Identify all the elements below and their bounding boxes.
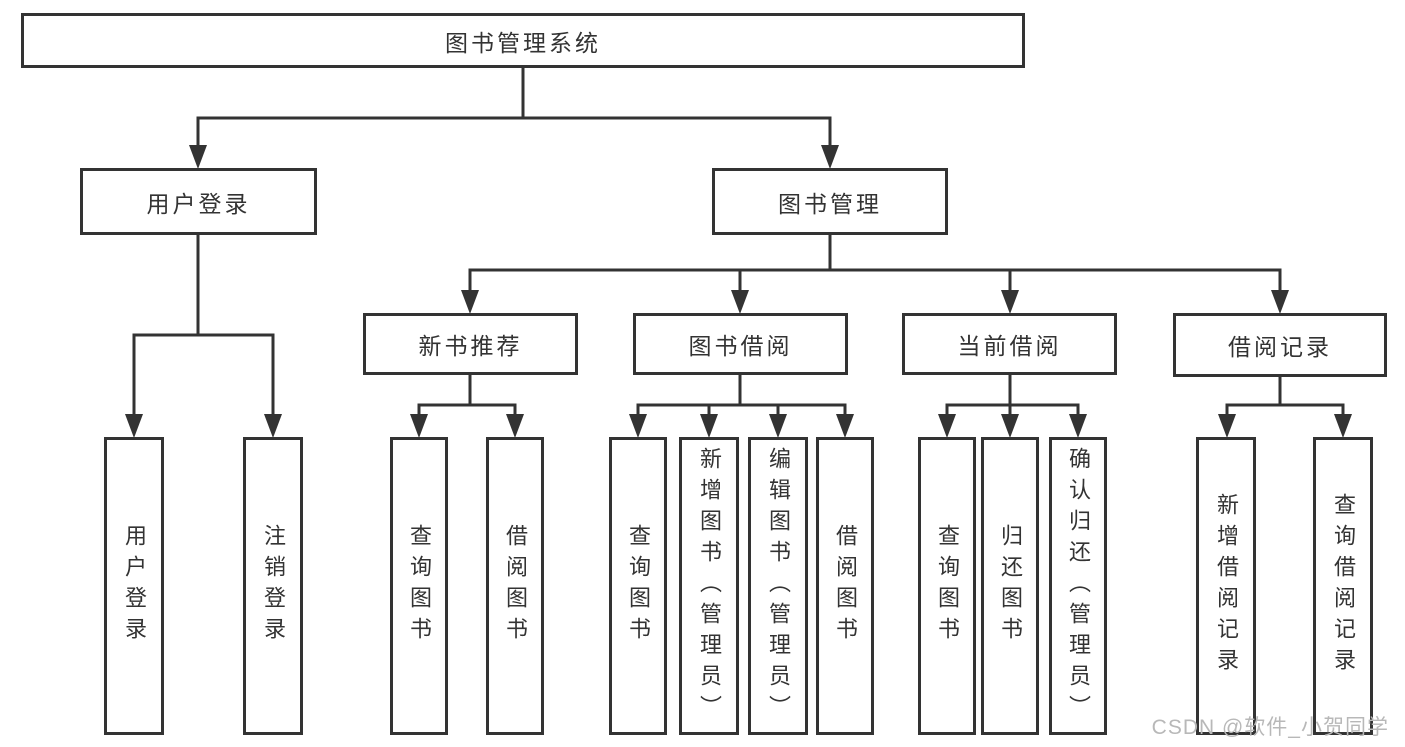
leaf-logout: 注销登录 [243, 437, 303, 735]
node-root: 图书管理系统 [21, 13, 1025, 68]
leaf-borrow-books-recommend: 借阅图书 [486, 437, 544, 735]
node-user-login: 用户登录 [80, 168, 317, 235]
node-book-borrowing: 图书借阅 [633, 313, 848, 375]
leaf-user-login-label: 用户登录 [122, 524, 147, 648]
node-current-borrowing-label: 当前借阅 [957, 333, 1062, 359]
node-new-book-recommend-label: 新书推荐 [418, 333, 523, 359]
leaf-query-borrow-record: 查询借阅记录 [1313, 437, 1373, 735]
leaf-add-books-admin: 新增图书（管理员） [679, 437, 739, 735]
leaf-confirm-return-admin: 确认归还（管理员） [1049, 437, 1107, 735]
node-current-borrowing: 当前借阅 [902, 313, 1117, 375]
node-new-book-recommend: 新书推荐 [363, 313, 578, 375]
leaf-edit-books-admin: 编辑图书（管理员） [748, 437, 808, 735]
arrow-down-icon [125, 145, 1352, 438]
leaf-return-books-label: 归还图书 [998, 524, 1023, 648]
leaf-edit-books-admin-label: 编辑图书（管理员） [766, 446, 791, 726]
node-book-management-label: 图书管理 [778, 190, 882, 217]
leaf-query-books-current: 查询图书 [918, 437, 976, 735]
csdn-watermark: CSDN @软件_小贺同学 [1151, 716, 1389, 739]
node-book-borrowing-label: 图书借阅 [688, 333, 793, 359]
leaf-query-books-borrowing-label: 查询图书 [626, 524, 651, 648]
leaf-return-books: 归还图书 [981, 437, 1039, 735]
node-user-login-label: 用户登录 [146, 190, 251, 217]
leaf-confirm-return-admin-label: 确认归还（管理员） [1066, 446, 1091, 726]
leaf-query-books-recommend-label: 查询图书 [407, 524, 432, 648]
leaf-query-books-borrowing: 查询图书 [609, 437, 667, 735]
leaf-borrow-books: 借阅图书 [816, 437, 874, 735]
node-borrowing-records-label: 借阅记录 [1228, 334, 1332, 360]
leaf-borrow-books-recommend-label: 借阅图书 [503, 524, 528, 648]
leaf-query-books-recommend: 查询图书 [390, 437, 448, 735]
node-borrowing-records: 借阅记录 [1173, 313, 1387, 377]
leaf-query-borrow-record-label: 查询借阅记录 [1331, 493, 1356, 679]
node-root-label: 图书管理系统 [445, 29, 601, 56]
leaf-add-borrow-record: 新增借阅记录 [1196, 437, 1256, 735]
leaf-logout-label: 注销登录 [261, 524, 286, 648]
leaf-query-books-current-label: 查询图书 [935, 524, 960, 648]
leaf-borrow-books-label: 借阅图书 [833, 524, 858, 648]
node-book-management: 图书管理 [712, 168, 948, 235]
leaf-add-borrow-record-label: 新增借阅记录 [1214, 493, 1239, 679]
leaf-user-login: 用户登录 [104, 437, 164, 735]
leaf-add-books-admin-label: 新增图书（管理员） [697, 446, 722, 726]
